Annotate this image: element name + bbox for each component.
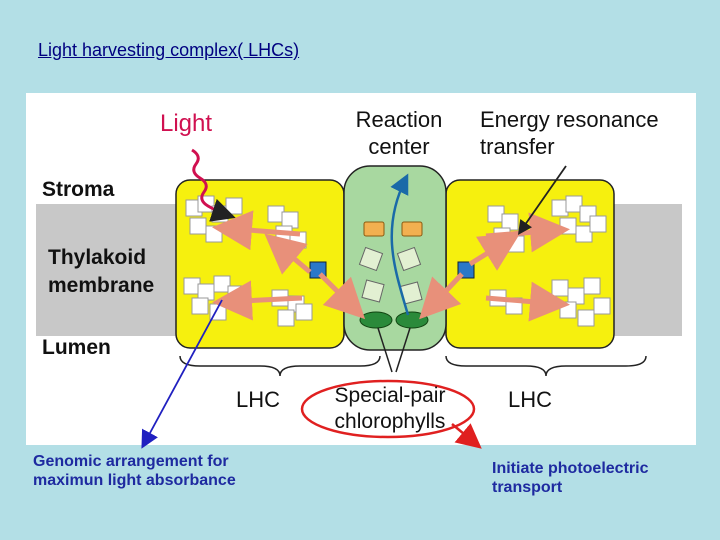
label-energy-resonance-2: transfer <box>480 134 555 159</box>
label-membrane: membrane <box>48 274 154 297</box>
label-reaction-center-2: center <box>368 134 429 159</box>
light-wave-icon <box>191 148 236 222</box>
special-pair-left <box>359 311 393 329</box>
label-light: Light <box>160 110 212 137</box>
label-lhc-right: LHC <box>508 387 552 412</box>
caption-right: Initiate photoelectric transport <box>492 460 649 496</box>
energy-transfer-arrows <box>212 210 570 322</box>
left-annotation-arrow <box>141 299 223 449</box>
special-pair-right <box>395 311 429 329</box>
label-special-pair-1: Special-pair <box>335 384 446 407</box>
caption-left: Genomic arrangement for maximun light ab… <box>33 453 236 489</box>
lhc-right-bracket <box>445 355 647 377</box>
label-thylakoid: Thylakoid <box>48 246 146 269</box>
label-lumen: Lumen <box>42 336 111 359</box>
energy-transfer-pointer <box>517 165 567 235</box>
slide-title: Light harvesting complex( LHCs) <box>38 40 300 60</box>
right-annotation-arrow <box>451 423 482 449</box>
reaction-center-complex <box>343 165 447 351</box>
label-energy-resonance-1: Energy resonance <box>480 107 659 132</box>
label-stroma: Stroma <box>42 178 115 201</box>
electron-path-arrow <box>390 173 410 316</box>
label-special-pair-2: chlorophylls <box>335 410 446 433</box>
label-lhc-left: LHC <box>236 387 280 412</box>
special-pair-highlight-oval <box>300 379 476 439</box>
label-reaction-center-1: Reaction <box>356 107 443 132</box>
lhc-left-bracket <box>179 355 381 377</box>
